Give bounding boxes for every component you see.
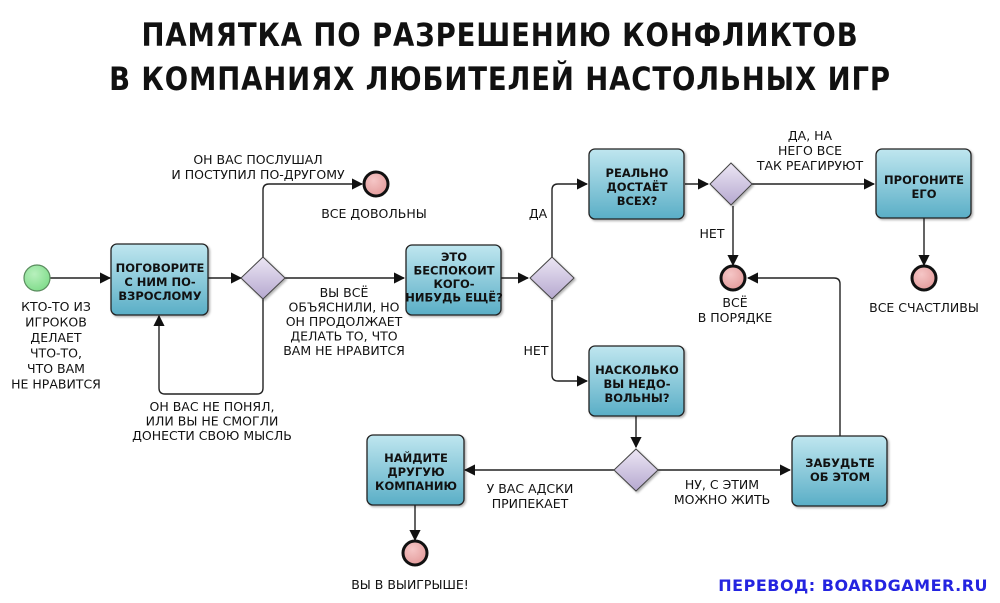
gateway-decision1 xyxy=(240,256,286,300)
label-line: НЕТ xyxy=(700,226,725,241)
gateway-decision2 xyxy=(529,256,575,300)
end-event-all-ok xyxy=(719,264,747,292)
edge-decision1-loop-to-talk xyxy=(153,298,264,395)
label-line: ДОНЕСТИ СВОЮ МЫСЛЬ xyxy=(132,428,292,443)
label-line: ДЕЛАТЬ ТО, ЧТО xyxy=(290,329,397,344)
label-line: НАСКОЛЬКО xyxy=(595,363,679,377)
label-line: НЕ НРАВИТСЯ xyxy=(11,377,101,392)
edge-decision2-yes xyxy=(551,178,589,258)
task-annoys-box xyxy=(588,148,685,220)
label-line: КОМПАНИЮ xyxy=(375,479,457,493)
label-line: ОБЪЯСНИЛИ, НО xyxy=(289,300,400,315)
task-howunhappy-box xyxy=(588,345,685,417)
label-line: ДОСТАЁТ xyxy=(607,179,668,194)
end-event-all-happy-1 xyxy=(362,170,390,198)
label-line: ВАМ НЕ НРАВИТСЯ xyxy=(283,343,405,358)
gateway-decision4 xyxy=(613,448,659,492)
title-line-2: В КОМПАНИЯХ ЛЮБИТЕЛЕЙ НАСТОЛЬНЫХ ИГР xyxy=(109,60,891,98)
label-line: ЗАБУДЬТЕ xyxy=(805,456,875,470)
label-line: ДА, НА xyxy=(788,128,833,143)
label-line: ВСЕ СЧАСТЛИВЫ xyxy=(869,300,979,315)
label-line: ЧТО ВАМ xyxy=(27,361,85,376)
label-line: ВОЛЬНЫ? xyxy=(604,391,669,405)
label-line: НЕГО ВСЕ xyxy=(778,143,842,158)
task-talk-box xyxy=(110,243,209,316)
task-bothers-box xyxy=(405,244,502,316)
end-event-you-win xyxy=(401,539,429,567)
label-line: ВСЕХ? xyxy=(617,194,658,208)
end-you-win-label: ВЫ В ВЫИГРЫШЕ! xyxy=(351,577,469,592)
label-line: КОГО- xyxy=(433,277,474,291)
label-line: ИЛИ ВЫ НЕ СМОГЛИ xyxy=(146,414,279,429)
end-all-happy-2-label: ВСЕ СЧАСТЛИВЫ xyxy=(869,300,979,315)
label-line: ЧТО-ТО, xyxy=(30,346,82,361)
label-line: НЕТ xyxy=(524,343,549,358)
edge-decision2-no xyxy=(551,300,589,387)
label-line: ВСЁ xyxy=(722,295,747,310)
title-line-1: ПАМЯТКА ПО РАЗРЕШЕНИЮ КОНФЛИКТОВ xyxy=(141,16,859,54)
label-line: ПРИПЕКАЕТ xyxy=(492,496,569,511)
label-line: НУ, С ЭТИМ xyxy=(685,477,759,492)
credit-text: ПЕРЕВОД: BOARDGAMER.RU xyxy=(718,576,988,595)
label-line: ВЫ НЕДО- xyxy=(604,377,671,391)
end-event-all-happy-2 xyxy=(910,264,938,292)
label-line: ДРУГУЮ xyxy=(387,465,444,479)
task-forget-box xyxy=(791,435,888,507)
label-line: ОН ПРОДОЛЖАЕТ xyxy=(286,314,403,329)
edge-forget-to-ok xyxy=(746,272,841,436)
label-line: ВЫ ВСЁ xyxy=(320,285,369,300)
edge-label-no: НЕТ xyxy=(524,343,549,358)
label-line: ВЗРОСЛОМУ xyxy=(118,289,201,303)
task-kickout-box xyxy=(875,148,972,219)
label-line: С НИМ ПО- xyxy=(124,275,196,289)
label-line: У ВАС АДСКИ xyxy=(487,481,574,496)
label-line: ЕГО xyxy=(912,187,937,201)
label-line: В ПОРЯДКЕ xyxy=(698,310,773,325)
label-line: КТО-ТО ИЗ xyxy=(21,299,91,314)
edge-label-yes: ДА xyxy=(529,206,548,221)
label-line: ПРОГОНИТЕ xyxy=(884,173,964,187)
label-line: ДА xyxy=(529,206,548,221)
end-all-happy-1-label: ВСЕ ДОВОЛЬНЫ xyxy=(321,206,427,221)
label-line: И ПОСТУПИЛ ПО-ДРУГОМУ xyxy=(171,167,345,182)
label-line: ОН ВАС ПОСЛУШАЛ xyxy=(193,152,322,167)
start-event-circle xyxy=(23,264,51,292)
label-line: НИБУДЬ ЕЩЁ? xyxy=(405,290,503,305)
edges xyxy=(50,178,930,542)
label-line: ВСЕ ДОВОЛЬНЫ xyxy=(321,206,427,221)
label-line: ПОГОВОРИТЕ xyxy=(116,261,205,275)
label-line: ИГРОКОВ xyxy=(25,315,87,330)
label-line: МОЖНО ЖИТЬ xyxy=(674,492,770,507)
label-line: НАЙДИТЕ xyxy=(384,450,448,465)
label-line: ВЫ В ВЫИГРЫШЕ! xyxy=(351,577,469,592)
edge-label-no2: НЕТ xyxy=(700,226,725,241)
label-line: БЕСПОКОИТ xyxy=(413,264,494,278)
label-line: ЭТО xyxy=(441,250,467,264)
edge-decision1-to-happy xyxy=(262,178,364,258)
label-line: ОБ ЭТОМ xyxy=(810,470,870,484)
task-findother-box xyxy=(366,434,465,506)
label-line: ОН ВАС НЕ ПОНЯЛ, xyxy=(149,399,274,414)
label-line: ТАК РЕАГИРУЮТ xyxy=(756,158,864,173)
label-line: РЕАЛЬНО xyxy=(606,166,669,180)
label-line: ДЕЛАЕТ xyxy=(30,330,82,345)
gateway-decision3 xyxy=(709,162,753,206)
